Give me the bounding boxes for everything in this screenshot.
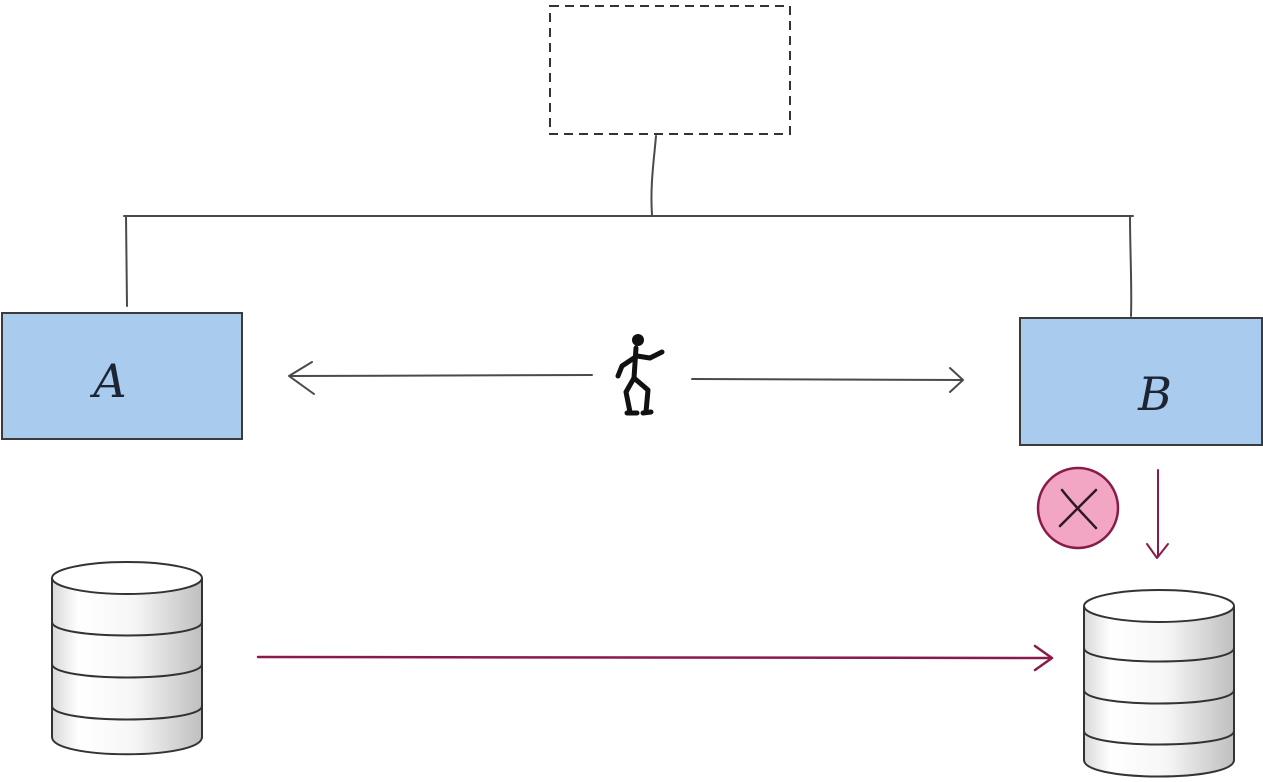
arrow-to-server-b-head [949, 367, 964, 393]
server-a-box [1, 312, 243, 440]
database-b-icon [1083, 589, 1235, 778]
walking-person-icon [615, 334, 665, 416]
server-a-label: A [89, 354, 126, 408]
x-circle-icon [1036, 466, 1120, 550]
arrow-to-server-a-head [288, 361, 315, 395]
server-b-box [1019, 317, 1263, 446]
connector-to-server-b [1129, 215, 1133, 317]
database-a-icon [51, 561, 203, 756]
replication-arrow [256, 644, 1054, 672]
connector-top-to-bus [650, 135, 657, 216]
connector-lines [123, 135, 1134, 317]
person-arrows [288, 361, 964, 395]
arrow-to-server-b [691, 378, 963, 381]
server-a[interactable]: A [1, 312, 243, 440]
server-b-label: B [1137, 367, 1172, 421]
connector-to-server-a [125, 215, 128, 307]
server-b[interactable]: B [1019, 317, 1263, 446]
arrow-to-server-a [289, 374, 593, 377]
top-placeholder-box [549, 5, 791, 135]
blocked-write-arrow [1146, 469, 1169, 559]
